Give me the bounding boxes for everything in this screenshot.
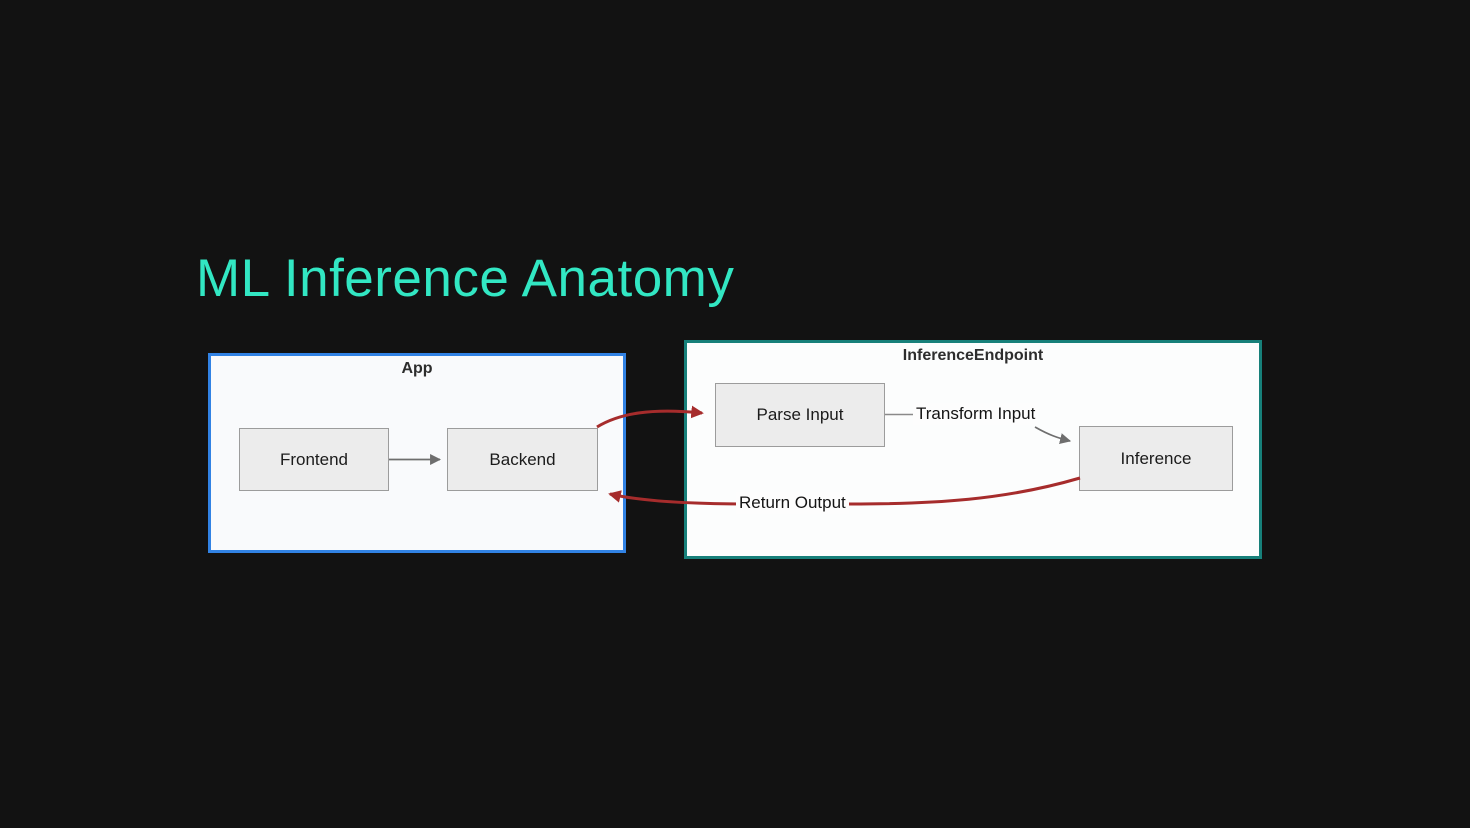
edge-label-transform-input: Transform Input: [913, 403, 1039, 425]
inference-node-label: Inference: [1120, 448, 1192, 468]
frontend-node-label: Frontend: [279, 449, 349, 469]
inference-node: Inference: [1079, 426, 1233, 491]
page-title: ML Inference Anatomy: [196, 249, 735, 308]
edge-label-return-output: Return Output: [736, 492, 849, 514]
backend-node-label: Backend: [489, 449, 556, 469]
backend-node: Backend: [447, 428, 598, 491]
inference-endpoint-container-label: InferenceEndpoint: [902, 347, 1044, 364]
frontend-node: Frontend: [239, 428, 389, 491]
parse-input-node: Parse Input: [715, 383, 885, 447]
app-container-label: App: [401, 360, 433, 377]
parse-input-node-label: Parse Input: [756, 405, 844, 424]
